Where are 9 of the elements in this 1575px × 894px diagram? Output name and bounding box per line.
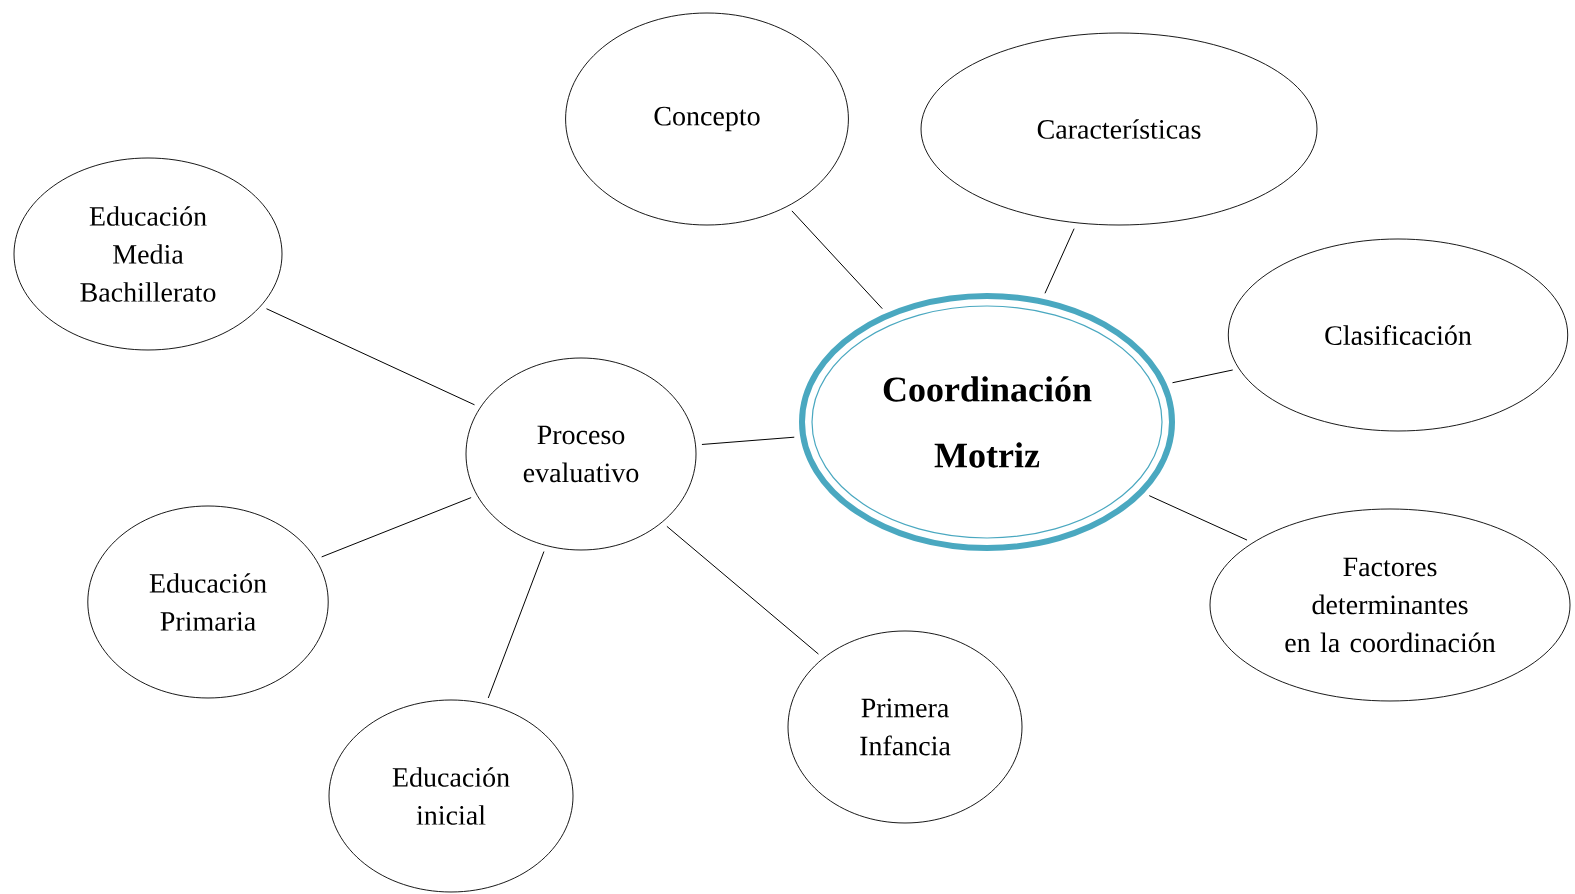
connector-line <box>1044 228 1075 294</box>
connector-line <box>791 210 883 310</box>
connector-line <box>666 525 819 655</box>
connector-line <box>321 497 472 558</box>
connector-line <box>266 308 476 406</box>
connector-line <box>1148 495 1248 541</box>
connector-line <box>487 551 545 699</box>
connector-line <box>1172 369 1234 384</box>
connector-line <box>701 436 795 445</box>
